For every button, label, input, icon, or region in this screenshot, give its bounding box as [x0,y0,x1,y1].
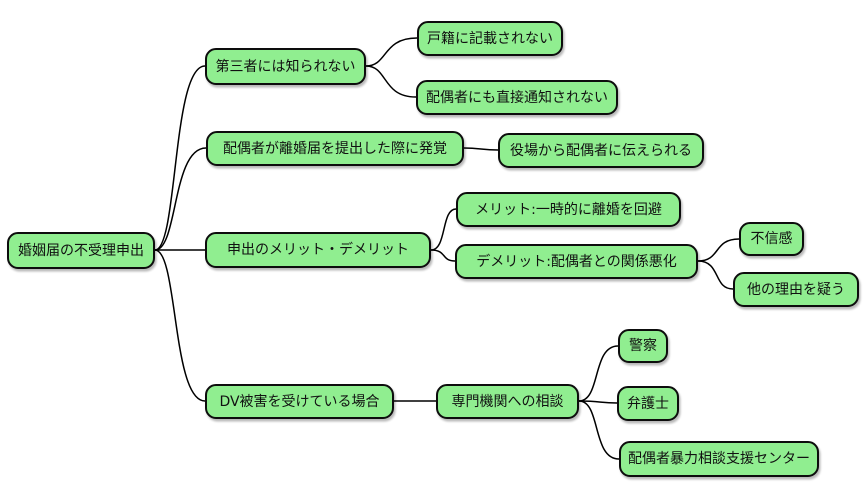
edge-demerit-to-suspect [697,260,734,290]
node-police: 警察 [618,329,668,363]
edge-consult-to-lawyer [578,400,618,404]
node-spousal-violence-support-center: 配偶者暴力相談支援センター [619,441,819,477]
node-merit-temporarily-avoid-divorce: メリット:一時的に離婚を回避 [456,192,681,227]
edge-root-to-not-known [154,65,206,251]
edge-discovered-to-office [463,147,499,151]
edge-not-known-to-no-notify [365,65,417,98]
node-root: 婚姻届の不受理申出 [7,232,155,269]
edge-merits-to-merit [430,208,457,251]
node-not-known-to-third-parties: 第三者には知られない [205,48,366,85]
node-dv-victim-case: DV被害を受けている場合 [205,384,394,419]
node-not-recorded-in-family-register: 戸籍に記載されない [417,21,563,56]
node-suspect-other-reasons: 他の理由を疑う [733,272,859,307]
node-lawyer: 弁護士 [617,386,679,421]
node-office-informs-spouse: 役場から配偶者に伝えられる [498,133,704,168]
edge-consult-to-police [578,345,619,402]
node-consult-specialized-agencies: 専門機関への相談 [436,384,579,419]
node-distrust: 不信感 [739,222,804,256]
edge-not-known-to-register [365,37,418,67]
edge-merits-to-demerit [430,249,456,262]
edge-demerit-to-distrust [697,238,740,262]
node-demerit-worsened-relationship: デメリット:配偶者との関係悪化 [455,244,698,279]
node-discovered-when-spouse-files-divorce: 配偶者が離婚届を提出した際に発覚 [206,131,464,166]
node-merits-and-demerits: 申出のメリット・デメリット [205,232,431,268]
edge-root-to-discovered [154,147,207,251]
edge-root-to-dv-case [154,249,206,402]
node-spouse-not-directly-notified: 配偶者にも直接通知されない [416,80,618,115]
edge-consult-to-center [578,400,620,460]
